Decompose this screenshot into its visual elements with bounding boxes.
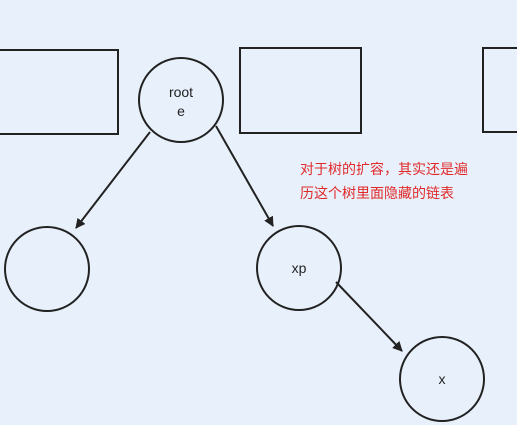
bucket-rect-right	[482, 47, 517, 133]
node-xp	[256, 225, 342, 311]
node-root	[138, 57, 224, 143]
bucket-rect-left	[0, 49, 119, 135]
node-x	[399, 336, 485, 422]
node-xp-label: xp	[292, 260, 307, 276]
node-root-label-line1: root	[169, 84, 193, 100]
edge-root-to-left-child	[75, 131, 151, 229]
node-x-label: x	[439, 371, 446, 387]
edge-xp-to-x	[335, 281, 403, 352]
bucket-rect-middle	[239, 47, 362, 134]
node-left-child	[4, 226, 90, 312]
annotation-text: 对于树的扩容，其实还是遍 历这个树里面隐藏的链表	[300, 162, 468, 202]
node-root-label-line2: e	[177, 103, 185, 119]
edge-root-to-xp	[215, 125, 274, 227]
